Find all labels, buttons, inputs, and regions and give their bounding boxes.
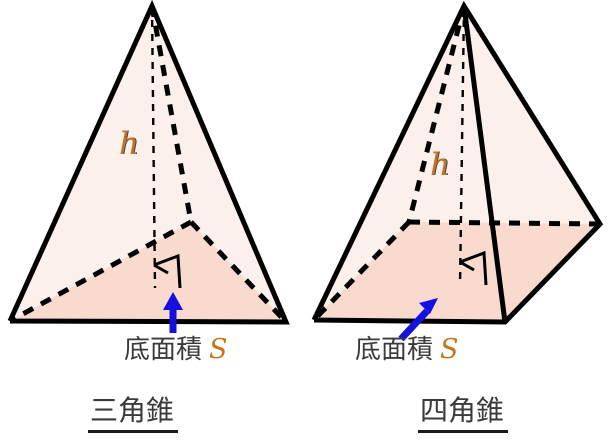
base-area-symbol: S [440, 334, 459, 365]
square-pyramid-right-angle-tick [459, 260, 475, 272]
base-area-text: 底面積 [124, 335, 203, 365]
triangular-pyramid-hidden-edge-right [189, 220, 288, 324]
triangular-pyramid-figure [7, 0, 290, 333]
base-area-text: 底面積 [355, 335, 434, 365]
square-pyramid-height-line [458, 5, 466, 286]
base-area-symbol: S [209, 334, 228, 365]
triangular-pyramid-name-underline [88, 430, 178, 433]
square-pyramid-outline [311, 0, 604, 325]
triangular-pyramid-hidden-edge-apex [149, 5, 194, 223]
square-pyramid-front-edge [461, 5, 508, 323]
triangular-pyramid-front-face [10, 6, 286, 322]
triangular-pyramid-hidden-edge-left [8, 219, 193, 324]
square-pyramid-name: 四角錐 [420, 394, 505, 427]
triangular-pyramid-height-line [150, 5, 157, 289]
square-pyramid-height-label: h [430, 147, 450, 183]
square-pyramid-name-underline [418, 430, 508, 433]
triangular-pyramid-height-label: h [119, 126, 139, 162]
triangular-pyramid-outline [7, 0, 290, 325]
square-pyramid-hidden-edge-left [312, 220, 411, 322]
triangular-pyramid-right-angle-icon [153, 253, 182, 289]
square-pyramid-base-arrow [398, 298, 438, 342]
square-pyramid-right-angle-icon [459, 250, 488, 286]
square-pyramid-hidden-edge-apex [406, 5, 467, 223]
square-pyramid-figure [311, 0, 604, 342]
triangular-pyramid-right-angle-tick [153, 263, 169, 275]
triangular-pyramid-base-face [10, 222, 286, 322]
triangular-pyramid-base-arrow [163, 292, 183, 333]
triangular-pyramid-name: 三角錐 [90, 394, 175, 427]
